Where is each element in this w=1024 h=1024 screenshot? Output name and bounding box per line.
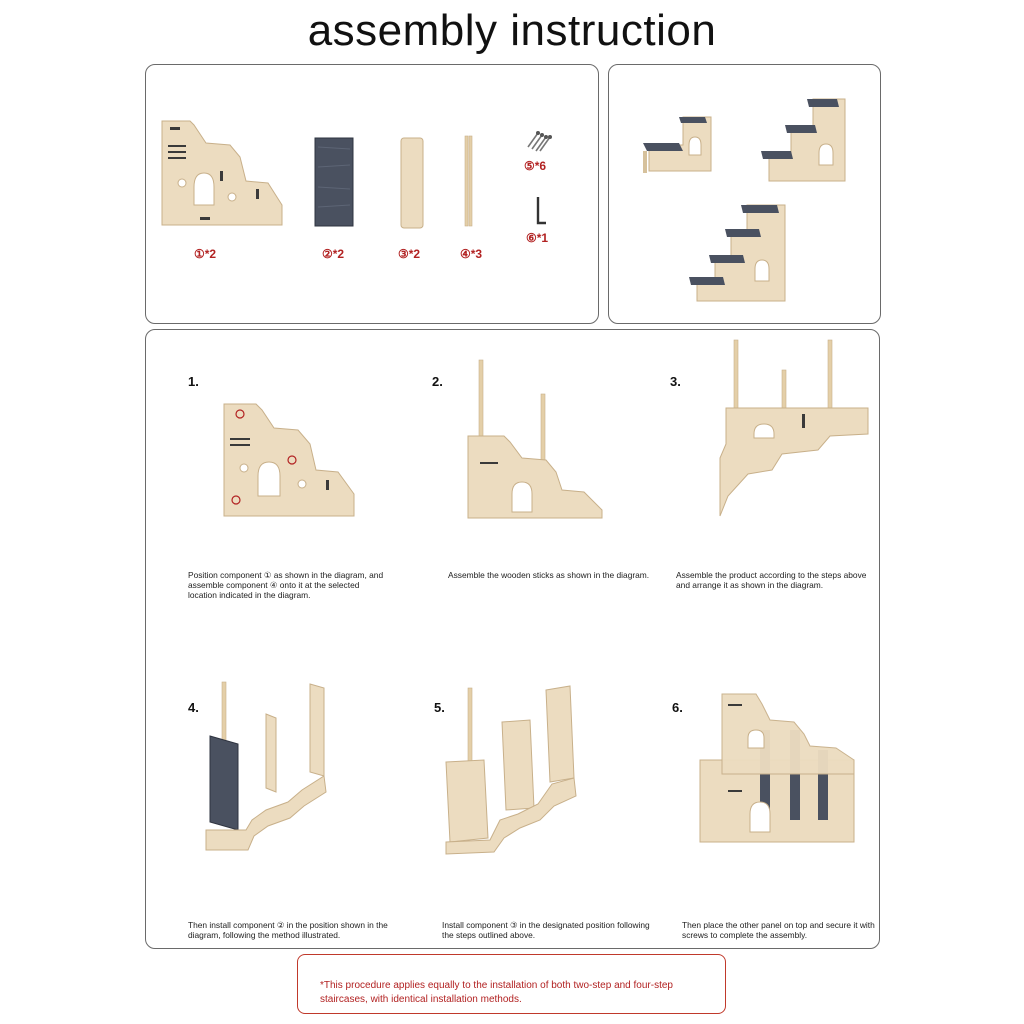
step-1-number: 1.: [188, 374, 199, 389]
parts-list-panel: ①*2 ②*2 ③*2 ④*3 ⑤*6 ⑥*1: [145, 64, 599, 324]
step-2-diagram: [467, 359, 603, 519]
step-1-caption: Position component ① as shown in the dia…: [188, 570, 384, 600]
wooden-stick-icon: [464, 135, 473, 227]
part-label-1: ①*2: [194, 247, 217, 261]
two-step-staircase-image: [643, 116, 712, 173]
step-4-number: 4.: [188, 700, 199, 715]
part-label-6: ⑥*1: [526, 231, 549, 245]
step-2-caption: Assemble the wooden sticks as shown in t…: [448, 570, 650, 580]
step-5-diagram: [445, 685, 577, 855]
step-3-diagram: [719, 339, 869, 517]
step-1-diagram: [223, 403, 355, 517]
step-6-diagram: [699, 693, 855, 843]
step-3-number: 3.: [670, 374, 681, 389]
assembly-steps-panel: 1. Position component ① as shown in the …: [145, 329, 880, 949]
carpet-step-board-icon: [314, 137, 354, 227]
page-title: assembly instruction: [307, 6, 717, 55]
part-label-2: ②*2: [322, 247, 345, 261]
part-label-5: ⑤*6: [524, 159, 547, 173]
step-4-diagram: [205, 681, 327, 851]
hex-key-icon: [536, 197, 546, 225]
step-5-number: 5.: [434, 700, 445, 715]
step-3-caption: Assemble the product according to the st…: [676, 570, 867, 590]
part-label-3: ③*2: [398, 247, 421, 261]
screws-icon: [527, 131, 552, 152]
part-label-4: ④*3: [460, 247, 483, 261]
step-6-number: 6.: [672, 700, 683, 715]
four-step-staircase-image: [689, 204, 786, 302]
staircase-variants-panel: [608, 64, 881, 324]
wood-board-icon: [400, 137, 424, 229]
installation-note-text: *This procedure applies equally to the i…: [320, 980, 673, 1005]
step-2-number: 2.: [432, 374, 443, 389]
three-step-staircase-image: [761, 98, 846, 182]
step-4-caption: Then install component ② in the position…: [188, 920, 388, 940]
installation-note: *This procedure applies equally to the i…: [297, 954, 726, 1014]
step-5-caption: Install component ③ in the designated po…: [442, 920, 650, 940]
side-panel-icon: [161, 120, 283, 226]
step-6-caption: Then place the other panel on top and se…: [682, 920, 875, 940]
